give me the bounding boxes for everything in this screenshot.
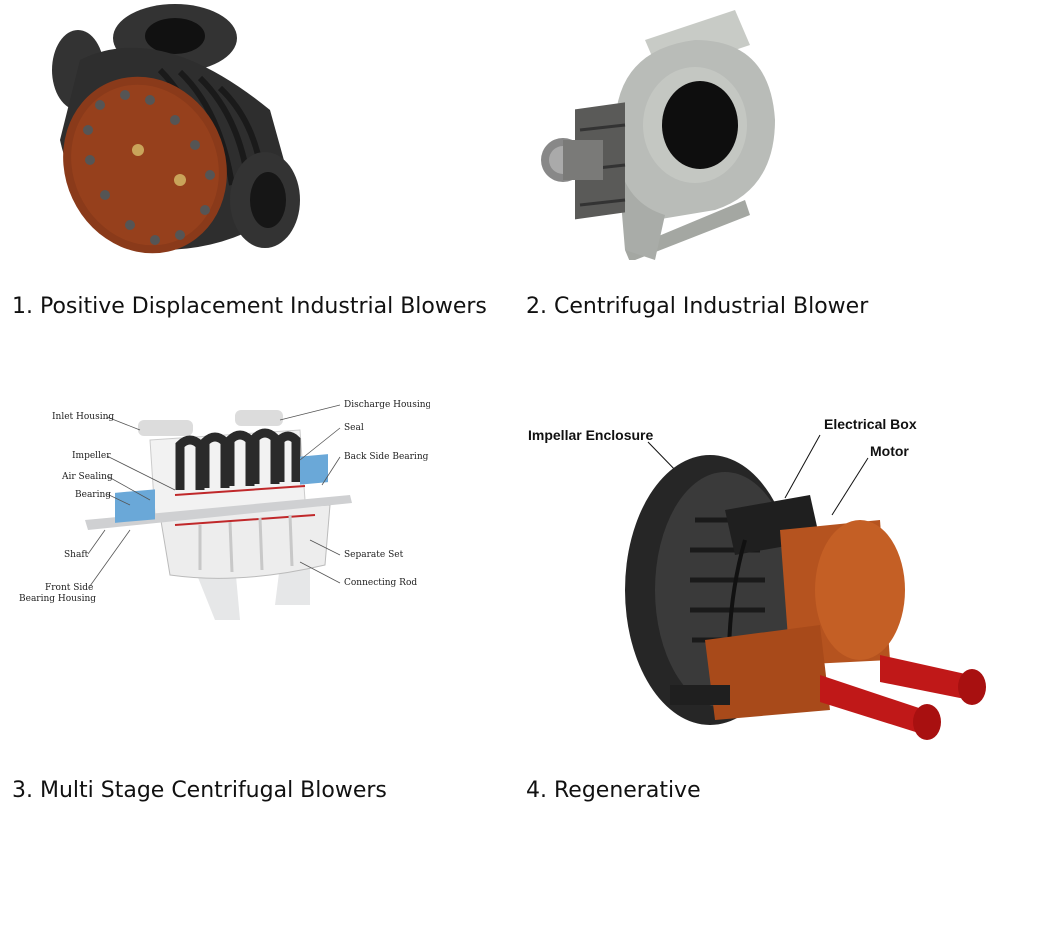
caption-multi-stage: 3. Multi Stage Centrifugal Blowers	[12, 778, 387, 803]
label-seal: Seal	[344, 423, 364, 433]
label-separate-set: Separate Set	[344, 550, 404, 560]
item-positive-displacement	[40, 0, 310, 260]
label-inlet-housing: Inlet Housing	[52, 412, 114, 422]
regenerative-blower-icon: Impellar Enclosure Electrical Box Motor	[528, 416, 986, 740]
positive-displacement-blower-icon	[52, 4, 300, 254]
caption-regenerative: 4. Regenerative	[526, 778, 701, 803]
item-centrifugal	[535, 0, 795, 262]
label-air-sealing: Air Sealing	[61, 472, 113, 482]
item-regenerative: Impellar Enclosure Electrical Box Motor	[520, 410, 1000, 745]
label-connecting-rod: Connecting Rod	[344, 578, 417, 588]
label-front-side: Front Side	[45, 583, 93, 593]
label-bearing-housing: Bearing Housing	[19, 594, 96, 604]
caption-positive-displacement: 1. Positive Displacement Industrial Blow…	[12, 294, 487, 319]
label-impellar-enclosure: Impellar Enclosure	[528, 427, 653, 443]
multi-stage-blower-diagram-icon: Inlet Housing Impeller Air Sealing Beari…	[19, 400, 432, 620]
label-discharge-housing: Discharge Housing	[344, 400, 430, 410]
label-back-side-bearing: Back Side Bearing	[344, 452, 429, 462]
label-shaft: Shaft	[64, 550, 89, 560]
label-electrical-box: Electrical Box	[824, 416, 917, 432]
item-multi-stage: Inlet Housing Impeller Air Sealing Beari…	[10, 390, 432, 625]
label-motor: Motor	[870, 443, 909, 459]
label-bearing: Bearing	[75, 490, 111, 500]
caption-centrifugal: 2. Centrifugal Industrial Blower	[526, 294, 869, 319]
centrifugal-blower-icon	[541, 10, 775, 262]
label-impeller: Impeller	[72, 451, 111, 461]
